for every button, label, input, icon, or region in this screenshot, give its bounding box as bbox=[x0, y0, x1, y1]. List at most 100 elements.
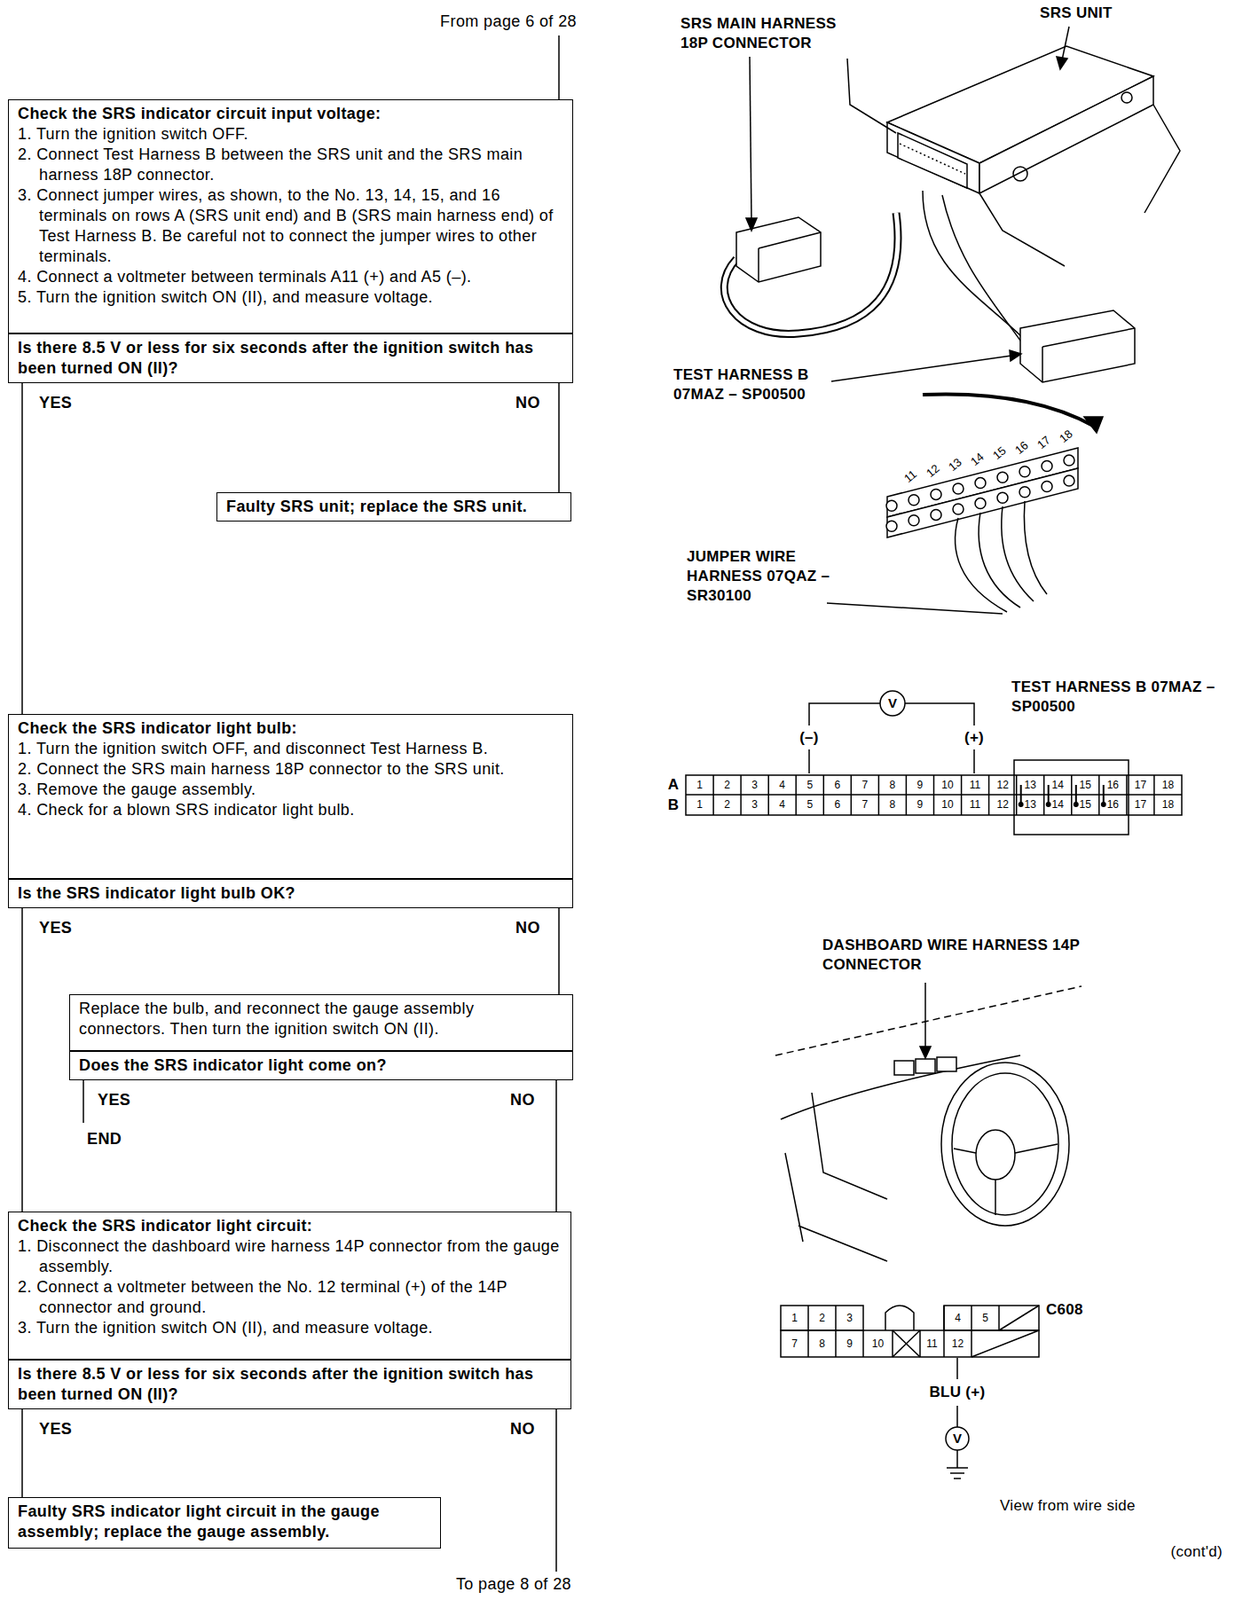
pin-number: 18 bbox=[1154, 775, 1182, 795]
pin-number: 17 bbox=[1126, 775, 1155, 795]
step-text: Is there 8.5 V or less for six seconds a… bbox=[17, 338, 566, 379]
step-text: Is there 8.5 V or less for six seconds a… bbox=[17, 1364, 564, 1406]
end-label: END bbox=[86, 1130, 122, 1150]
terminal-hole bbox=[908, 515, 920, 527]
pin-number: 8 bbox=[878, 775, 906, 795]
steering-wheel bbox=[941, 1062, 1070, 1227]
step-text: 1. Turn the ignition switch OFF, and dis… bbox=[17, 739, 566, 760]
page-reference: From page 6 of 28 bbox=[440, 12, 577, 32]
jumper-mark bbox=[1101, 802, 1106, 807]
pin-number: 3 bbox=[740, 775, 769, 795]
step-text: 3. Turn the ignition switch ON (II), and… bbox=[17, 1318, 564, 1339]
step-text: Faulty SRS unit; replace the SRS unit. bbox=[226, 496, 564, 518]
meter-lead bbox=[956, 1358, 959, 1469]
pin-number: 5 bbox=[971, 1305, 1000, 1331]
terminal-hole bbox=[1041, 461, 1053, 472]
terminal-hole bbox=[930, 488, 942, 500]
branch-label: YES bbox=[97, 1091, 131, 1111]
jumper-mark bbox=[1046, 802, 1051, 807]
page-reference: To page 8 of 28 bbox=[456, 1575, 572, 1596]
connector-face bbox=[780, 1305, 1039, 1479]
pin-number: 12 bbox=[943, 1330, 972, 1358]
pin-number: 16 bbox=[1012, 438, 1031, 457]
pin-number: 8 bbox=[878, 794, 906, 816]
harness-connector bbox=[736, 217, 821, 283]
harness-connector bbox=[758, 232, 821, 249]
table-line bbox=[960, 775, 963, 816]
table-line bbox=[878, 775, 881, 816]
connector-cell bbox=[780, 1330, 1039, 1358]
pin-number: 17 bbox=[1126, 794, 1155, 816]
table-line bbox=[767, 775, 770, 816]
pin-number: 1 bbox=[685, 794, 714, 816]
pin-number: 4 bbox=[768, 775, 796, 795]
flow-line bbox=[558, 908, 560, 995]
unit-connector bbox=[897, 133, 968, 189]
polarity-label: (–) bbox=[794, 728, 824, 748]
part-label: SRS UNIT bbox=[1039, 3, 1113, 24]
pin-number: 10 bbox=[934, 775, 962, 795]
table-line bbox=[739, 775, 742, 816]
voltmeter-label: V bbox=[945, 1427, 969, 1451]
edge-label: YES bbox=[39, 919, 72, 939]
pin-number: 9 bbox=[835, 1330, 864, 1358]
pin-number: 7 bbox=[780, 1330, 809, 1358]
steering-hub bbox=[975, 1130, 1015, 1180]
step-heading: Check the SRS indicator light circuit: bbox=[17, 1216, 564, 1237]
pin-number: 2 bbox=[713, 794, 741, 816]
voltmeter-symbol bbox=[880, 691, 905, 716]
pin-number: 11 bbox=[901, 467, 920, 487]
pin-number: 16 bbox=[1099, 775, 1127, 795]
process-box: Replace the bulb, and reconnect the gaug… bbox=[69, 994, 574, 1052]
pin-number: 14 bbox=[967, 449, 987, 469]
question-box: Is there 8.5 V or less for six seconds a… bbox=[7, 333, 574, 384]
question-box: Is there 8.5 V or less for six seconds a… bbox=[7, 1360, 572, 1410]
bracket bbox=[979, 104, 1180, 267]
test-harness-cable bbox=[942, 195, 1030, 354]
terminal-hole bbox=[952, 483, 964, 495]
process-box: Check the SRS indicator light bulb:1. Tu… bbox=[7, 714, 574, 880]
edge-label: NO bbox=[515, 393, 541, 414]
steering-wheel bbox=[951, 1073, 1059, 1216]
arrowhead bbox=[920, 1046, 931, 1059]
mount-bolt bbox=[1013, 166, 1028, 181]
leader-line bbox=[847, 58, 897, 134]
flow-line bbox=[21, 1409, 24, 1498]
terminal-hole bbox=[886, 520, 897, 532]
branch-label: NO bbox=[510, 1420, 535, 1440]
edge-label: NO bbox=[515, 919, 541, 939]
jumper-wires bbox=[826, 501, 1047, 614]
table-line bbox=[823, 775, 826, 816]
pin-number: 5 bbox=[795, 794, 824, 816]
dashboard-illustration bbox=[775, 983, 1082, 1262]
wire-color: BLU (+) bbox=[921, 1382, 993, 1404]
flow-line bbox=[21, 383, 24, 715]
step-text: 5. Turn the ignition switch ON (II), and… bbox=[17, 287, 566, 308]
terminal-hole bbox=[997, 471, 1008, 483]
pin-number: 1 bbox=[685, 775, 714, 795]
step-text: Is the SRS indicator light bulb OK? bbox=[17, 883, 566, 905]
part-label: TEST HARNESS B 07MAZ – SP00500 bbox=[1011, 677, 1216, 717]
pin-number: 15 bbox=[1071, 794, 1100, 816]
unit-connector bbox=[899, 143, 966, 174]
terminal-hole bbox=[908, 495, 920, 506]
pin-number: 13 bbox=[945, 456, 965, 475]
table-line bbox=[794, 775, 797, 816]
wire-harness bbox=[723, 212, 898, 334]
terminal-hole bbox=[1019, 487, 1031, 498]
continued-note: (cont'd) bbox=[1170, 1543, 1223, 1562]
pin-number: 11 bbox=[961, 794, 990, 816]
harness-connector bbox=[757, 248, 760, 283]
pin-number: 13 bbox=[1016, 794, 1045, 816]
pin-number: 14 bbox=[1044, 775, 1072, 795]
table-line bbox=[1070, 775, 1073, 816]
pin-number: 1 bbox=[780, 1305, 809, 1331]
leader-arrow bbox=[749, 56, 752, 222]
pin-number: 2 bbox=[808, 1305, 836, 1331]
pin-number: 3 bbox=[835, 1305, 864, 1331]
pin-number: 9 bbox=[905, 794, 934, 816]
jumper-mark bbox=[1102, 785, 1105, 805]
connector-cell bbox=[943, 1305, 1039, 1331]
pin-number: 6 bbox=[823, 775, 851, 795]
question-box: Faulty SRS unit; replace the SRS unit. bbox=[216, 492, 572, 522]
